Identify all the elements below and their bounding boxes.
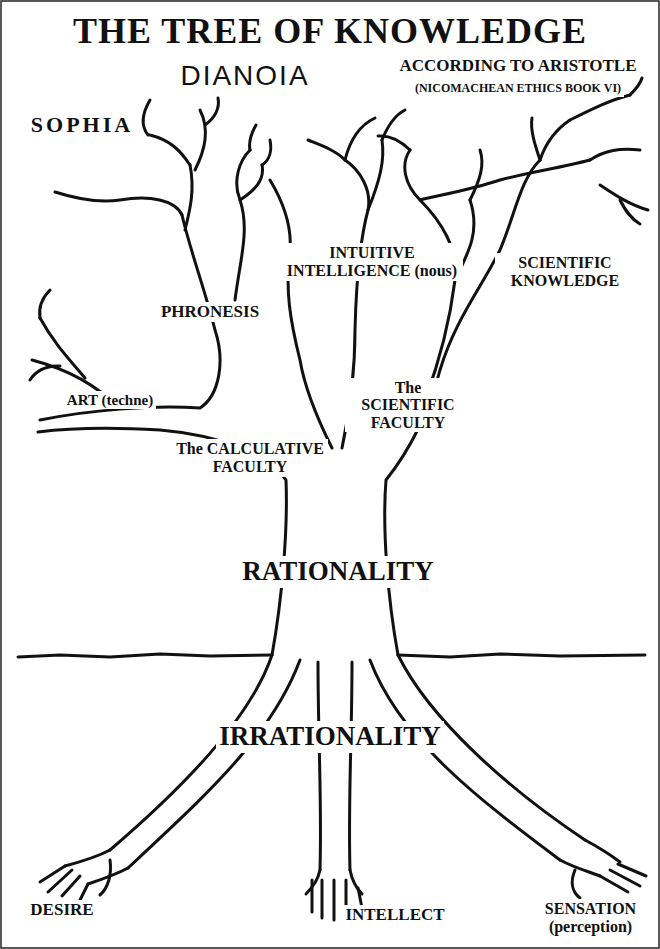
source-label: (NICOMACHEAN ETHICS BOOK VI) — [412, 81, 624, 96]
root-hand-label: INTELLECT — [342, 905, 447, 926]
diagram-title: THE TREE OF KNOWLEDGE — [70, 11, 590, 53]
root-hand-label: DESIRE — [27, 900, 96, 921]
branch-label: SCIENTIFIC KNOWLEDGE — [495, 253, 636, 290]
branch-label: PHRONESIS — [158, 302, 262, 323]
faculty-label: The SCIENTIFIC FACULTY — [345, 378, 471, 433]
root-label: IRRATIONALITY — [216, 721, 444, 753]
branch-label: INTUITIVE INTELLIGENCE (nous) — [282, 243, 463, 280]
subtitle-label: ACCORDING TO ARISTOTLE — [396, 56, 639, 77]
faculty-label: The CALCULATIVE FACULTY — [172, 439, 328, 476]
tree-outline — [18, 78, 648, 920]
dianoia-label: DIANOIA — [177, 60, 312, 93]
trunk-label: RATIONALITY — [239, 556, 437, 588]
root-hand-label: SENSATION (perception) — [525, 899, 656, 936]
sophia-label: SOPHIA — [28, 112, 136, 138]
branch-label: ART (techne) — [64, 391, 156, 410]
